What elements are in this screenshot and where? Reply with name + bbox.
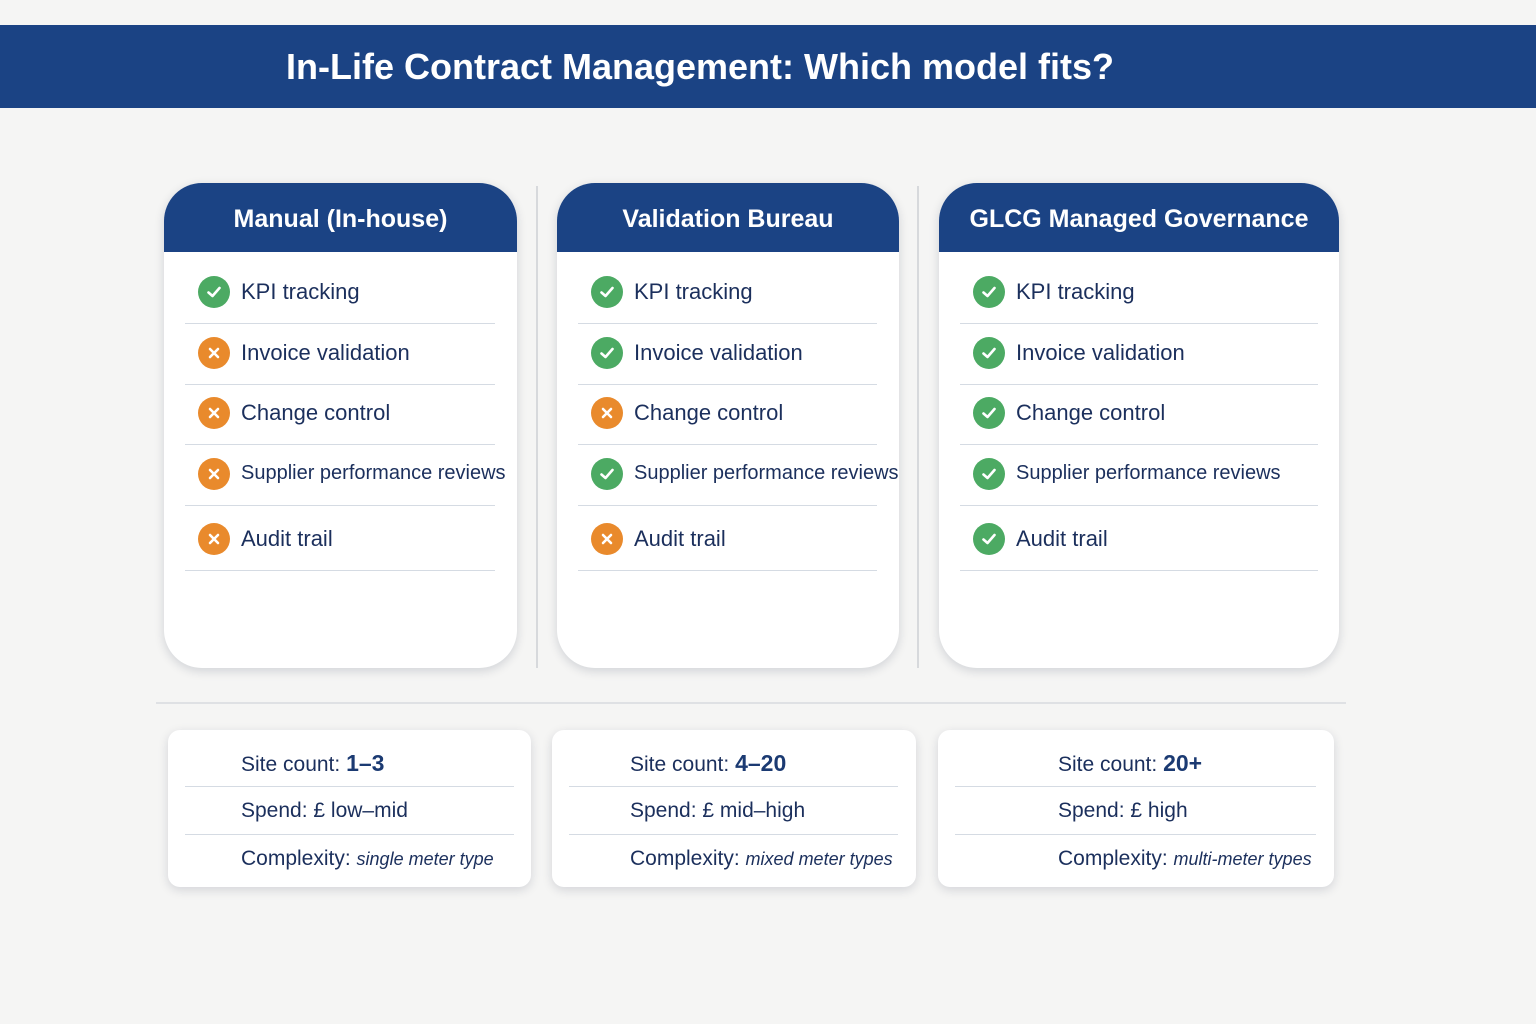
cross-icon [198, 522, 230, 555]
complexity-value: mixed meter types [745, 849, 893, 869]
check-icon [973, 457, 1005, 490]
feature-label: Change control [1016, 399, 1166, 425]
feature-row-kpi-tracking: KPI tracking [185, 260, 495, 324]
check-icon [591, 336, 623, 369]
complexity-row: Complexity: multi-meter types [955, 835, 1316, 883]
cross-icon [591, 522, 623, 555]
site-count-row: Site count: 20+ [955, 739, 1316, 787]
column-divider [536, 186, 538, 668]
feature-row-kpi-tracking: KPI tracking [578, 260, 877, 324]
check-icon [973, 396, 1005, 429]
complexity-label: Complexity: [630, 847, 740, 870]
site-count-row: Site count: 1–3 [185, 739, 514, 787]
feature-label: Supplier performance reviews [1016, 462, 1281, 484]
feature-label: Audit trail [1016, 525, 1108, 551]
feature-label: KPI tracking [1016, 278, 1135, 304]
feature-row-invoice-validation: Invoice validation [185, 321, 495, 385]
site-value: 20+ [1163, 750, 1203, 776]
cross-icon [591, 396, 623, 429]
complexity-label: Complexity: [241, 847, 351, 870]
feature-row-kpi-tracking: KPI tracking [960, 260, 1318, 324]
spend-value: £ low–mid [313, 799, 408, 822]
feature-label: Change control [241, 399, 391, 425]
feature-label: Supplier performance reviews [241, 462, 506, 484]
complexity-value: single meter type [356, 849, 494, 869]
feature-row-audit-trail: Audit trail [960, 507, 1318, 571]
spend-row: Spend: £ low–mid [185, 787, 514, 835]
feature-row-change-control: Change control [578, 381, 877, 445]
site-count-row: Site count: 4–20 [569, 739, 898, 787]
site-value: 4–20 [735, 750, 787, 776]
model-card-title: Validation Bureau [557, 183, 899, 252]
feature-row-change-control: Change control [185, 381, 495, 445]
feature-label: KPI tracking [634, 278, 753, 304]
feature-row-supplier-performance-reviews: Supplier performance reviews [185, 442, 506, 506]
feature-row-audit-trail: Audit trail [185, 507, 495, 571]
check-icon [198, 275, 230, 308]
complexity-row: Complexity: single meter type [185, 835, 514, 883]
cross-icon [198, 457, 230, 490]
section-divider [156, 702, 1346, 704]
feature-label: Supplier performance reviews [634, 462, 899, 484]
feature-label: Change control [634, 399, 784, 425]
title-banner: In-Life Contract Management: Which model… [0, 25, 1536, 108]
check-icon [591, 275, 623, 308]
page-title: In-Life Contract Management: Which model… [286, 46, 1115, 87]
complexity-row: Complexity: mixed meter types [569, 835, 898, 883]
cross-icon [198, 396, 230, 429]
feature-label: Invoice validation [241, 339, 410, 365]
spend-value: £ mid–high [702, 799, 806, 822]
feature-row-change-control: Change control [960, 381, 1318, 445]
spend-value: £ high [1130, 799, 1188, 822]
feature-row-audit-trail: Audit trail [578, 507, 877, 571]
site-value: 1–3 [346, 750, 385, 776]
feature-label: Audit trail [241, 525, 333, 551]
spend-label: Spend: [241, 799, 308, 822]
complexity-value: multi-meter types [1173, 849, 1312, 869]
feature-row-supplier-performance-reviews: Supplier performance reviews [960, 442, 1318, 506]
complexity-label: Complexity: [1058, 847, 1168, 870]
site-label: Site count: [241, 753, 341, 776]
check-icon [973, 275, 1005, 308]
check-icon [973, 522, 1005, 555]
feature-label: KPI tracking [241, 278, 360, 304]
feature-label: Invoice validation [634, 339, 803, 365]
spend-label: Spend: [1058, 799, 1125, 822]
check-icon [973, 336, 1005, 369]
feature-row-supplier-performance-reviews: Supplier performance reviews [578, 442, 899, 506]
feature-label: Invoice validation [1016, 339, 1185, 365]
model-card-title: Manual (In-house) [164, 183, 517, 252]
spend-row: Spend: £ mid–high [569, 787, 898, 835]
model-card-title: GLCG Managed Governance [939, 183, 1339, 252]
site-label: Site count: [1058, 753, 1158, 776]
site-label: Site count: [630, 753, 730, 776]
feature-row-invoice-validation: Invoice validation [578, 321, 877, 385]
column-divider [917, 186, 919, 668]
check-icon [591, 457, 623, 490]
cross-icon [198, 336, 230, 369]
feature-label: Audit trail [634, 525, 726, 551]
spend-row: Spend: £ high [955, 787, 1316, 835]
feature-row-invoice-validation: Invoice validation [960, 321, 1318, 385]
spend-label: Spend: [630, 799, 697, 822]
